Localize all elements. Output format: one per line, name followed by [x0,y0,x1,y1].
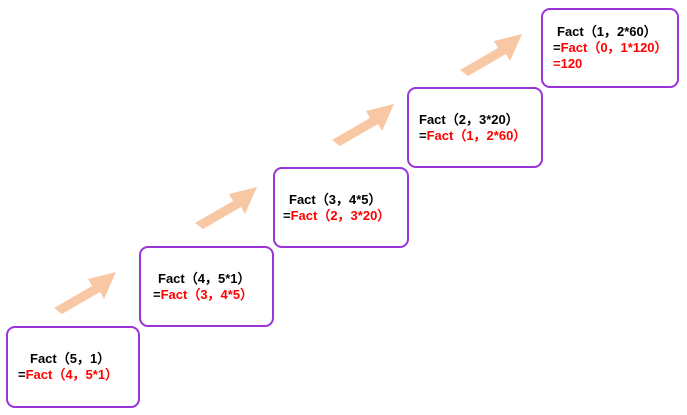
arrow-3-icon [332,104,394,146]
next-call-text: Fact（0，1*120） [560,40,668,55]
step-box-1: Fact（5，1） =Fact（4，5*1） [6,326,140,408]
call-text: Fact（4，5*1） [158,270,251,286]
equals-sign: = [18,367,26,382]
step-box-5: Fact（1，2*60） =Fact（0，1*120） =120 [541,8,679,88]
call-text: Fact（3，4*5） [289,191,382,207]
result-text: =120 [553,56,583,71]
step-box-4: Fact（2，3*20） =Fact（1，2*60） [407,87,543,168]
next-call-text: Fact（3，4*5） [160,286,254,302]
call-text: Fact（2，3*20） [419,111,519,127]
step-box-2: Fact（4，5*1） =Fact（3，4*5） [139,246,274,327]
arrow-4-icon [460,34,522,76]
next-call-text: Fact（1，2*60） [426,127,527,143]
call-text: Fact（1，2*60） [557,24,657,39]
equals-sign: = [283,207,291,223]
next-call-text: Fact（2，3*20） [290,207,391,223]
arrow-1-icon [54,272,116,314]
arrow-2-icon [195,187,257,229]
call-text: Fact（5，1） [30,351,111,366]
next-call-text: Fact（4，5*1） [25,367,119,382]
equals-sign: = [153,286,161,302]
step-box-3: Fact（3，4*5） =Fact（2，3*20） [273,167,409,248]
equals-sign: = [553,40,561,55]
equals-sign: = [419,127,427,143]
